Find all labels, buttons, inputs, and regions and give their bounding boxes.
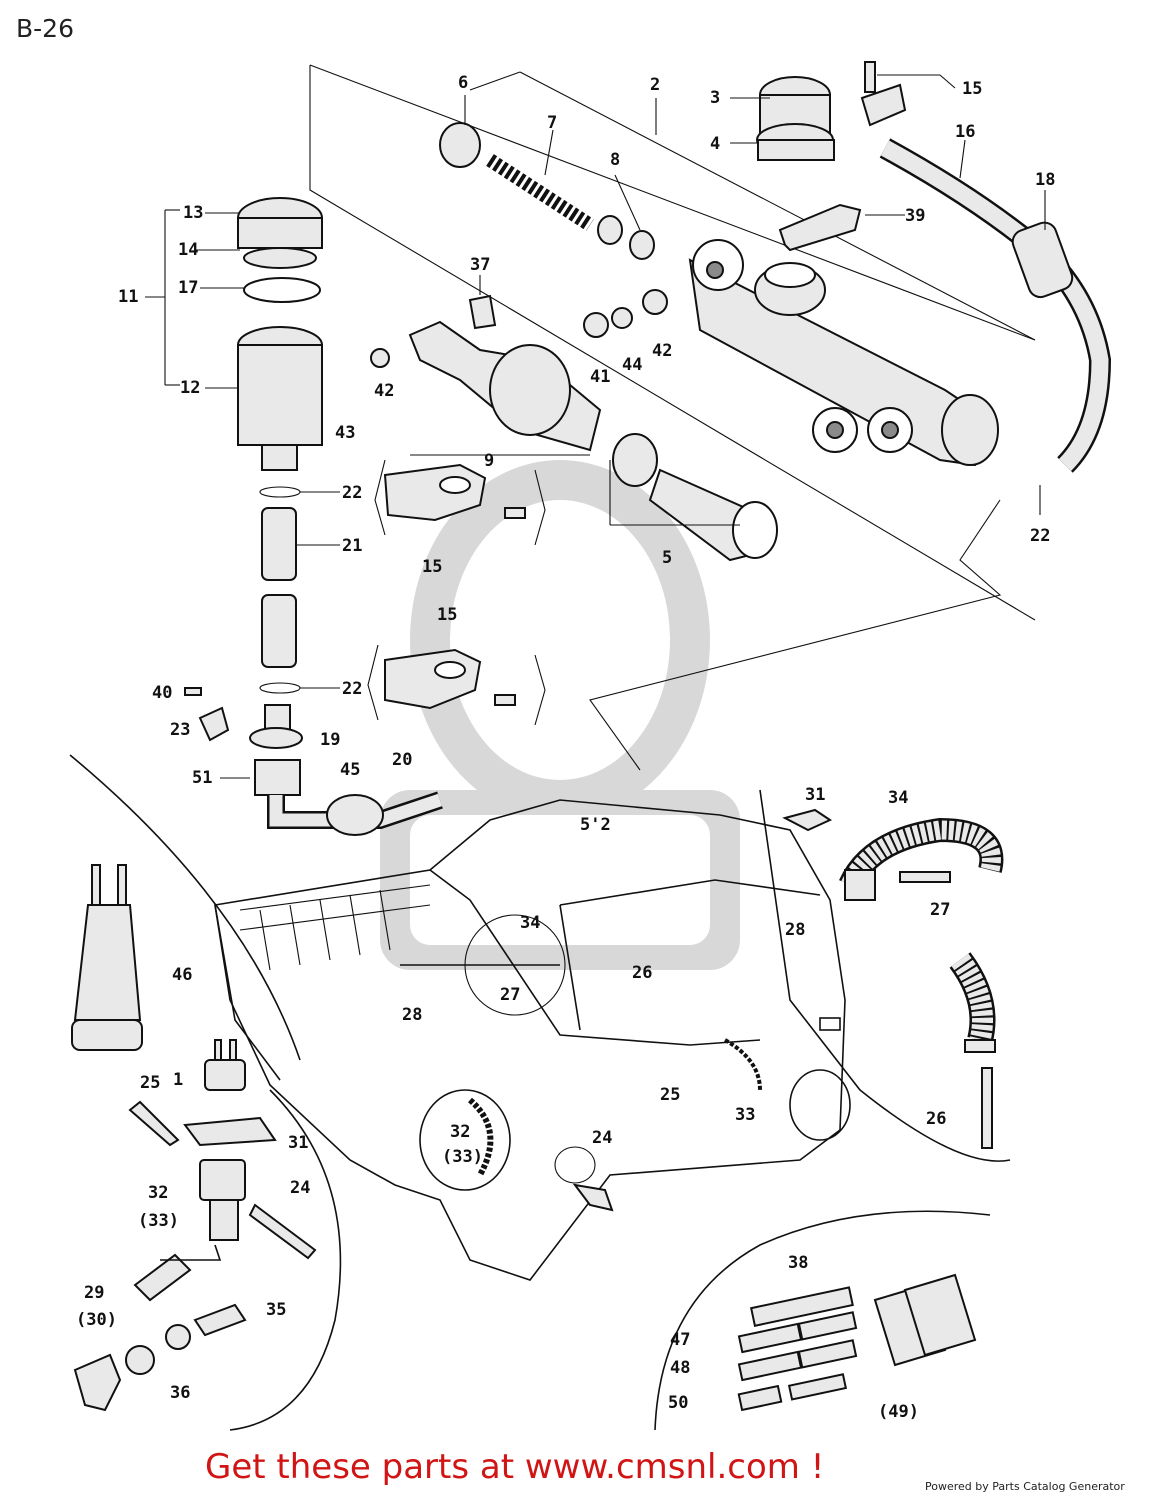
callout-50: 50 (668, 1393, 688, 1413)
pad-kit-detail (654, 1210, 991, 1431)
callout-12: 12 (180, 378, 200, 398)
callout-45: 45 (340, 760, 360, 780)
callout-21: 21 (342, 536, 362, 556)
callout-1: 1 (173, 1070, 183, 1090)
callout-37: 37 (470, 255, 490, 275)
callout-42a: 42 (652, 341, 672, 361)
callout-31a: 31 (805, 785, 825, 805)
piston-spring-seals (370, 122, 778, 562)
callout-14: 14 (178, 240, 198, 260)
callout-33b: (33) (442, 1147, 483, 1167)
callout-49: (49) (878, 1402, 919, 1422)
callout-22c: 22 (342, 679, 362, 699)
callout-6: 6 (458, 73, 468, 93)
callout-31b: 31 (288, 1133, 308, 1153)
callout-15a: 15 (962, 79, 982, 99)
stop-light-switch-46 (71, 864, 143, 1051)
callout-51: 51 (192, 768, 212, 788)
callout-32a: 32 (450, 1122, 470, 1142)
callout-15b: 15 (422, 557, 442, 577)
cta-text[interactable]: Get these parts at www.cmsnl.com ! (205, 1447, 825, 1487)
callout-4: 4 (710, 134, 720, 154)
callout-36: 36 (170, 1383, 190, 1403)
callout-24b: 24 (290, 1178, 310, 1198)
callout-labels: 6 2 7 8 3 4 15 16 18 39 13 14 11 17 12 3… (76, 73, 1055, 1422)
callout-32b: 32 (148, 1183, 168, 1203)
callout-29: 29 (84, 1283, 104, 1303)
master-cylinder-body (688, 239, 999, 467)
callout-23: 23 (170, 720, 190, 740)
callout-7: 7 (547, 113, 557, 133)
callout-43: 43 (335, 423, 355, 443)
callout-39: 39 (905, 206, 925, 226)
hose-21 (259, 486, 301, 694)
truck-mounted-parts (467, 808, 1004, 1212)
callout-19: 19 (320, 730, 340, 750)
callout-38: 38 (788, 1253, 808, 1273)
callout-35: 35 (266, 1300, 286, 1320)
callout-16: 16 (955, 122, 975, 142)
callout-42b: 42 (374, 381, 394, 401)
callout-2: 2 (650, 75, 660, 95)
callout-17: 17 (178, 278, 198, 298)
callout-34a: 34 (888, 788, 908, 808)
leader-lines (145, 74, 1046, 779)
callout-40: 40 (152, 683, 172, 703)
callout-22b: 22 (1030, 526, 1050, 546)
callout-33c: (33) (138, 1211, 179, 1231)
callout-27b: 27 (500, 985, 520, 1005)
truck-outline (69, 754, 1011, 1431)
callout-25b: 25 (660, 1085, 680, 1105)
callout-33a: 33 (735, 1105, 755, 1125)
master-cylinder-group-outline (309, 64, 1036, 771)
callout-44: 44 (622, 355, 642, 375)
callout-30: (30) (76, 1310, 117, 1330)
callout-25a: 25 (140, 1073, 160, 1093)
clamp-15-lower (367, 644, 546, 726)
callout-5: 5 (662, 548, 672, 568)
callout-48: 48 (670, 1358, 690, 1378)
watermark-logo (380, 460, 740, 970)
callout-18: 18 (1035, 170, 1055, 190)
clamp-15-upper (374, 459, 546, 546)
page-code: B-26 (16, 14, 74, 43)
callout-28a: 28 (785, 920, 805, 940)
callout-52: 5'2 (580, 815, 611, 835)
callout-47: 47 (670, 1330, 690, 1350)
callout-41: 41 (590, 367, 610, 387)
callout-26b: 26 (926, 1109, 946, 1129)
reservoir-cap-parts (756, 61, 907, 252)
union-fitting-pipe (184, 687, 443, 836)
callout-11: 11 (118, 287, 138, 307)
callout-20: 20 (392, 750, 412, 770)
callout-3: 3 (710, 88, 720, 108)
callout-13: 13 (183, 203, 203, 223)
callout-24a: 24 (592, 1128, 612, 1148)
lower-left-parts (73, 1039, 317, 1412)
callout-22a: 22 (342, 483, 362, 503)
reservoir-assembly (237, 197, 323, 471)
callout-34b: 34 (520, 913, 540, 933)
callout-27a: 27 (930, 900, 950, 920)
callout-26a: 26 (632, 963, 652, 983)
callout-9: 9 (484, 451, 494, 471)
callout-28b: 28 (402, 1005, 422, 1025)
callout-8: 8 (610, 150, 620, 170)
powered-by-text: Powered by Parts Catalog Generator (925, 1480, 1125, 1493)
hose-16 (879, 138, 1112, 473)
callout-46: 46 (172, 965, 192, 985)
callout-15c: 15 (437, 605, 457, 625)
